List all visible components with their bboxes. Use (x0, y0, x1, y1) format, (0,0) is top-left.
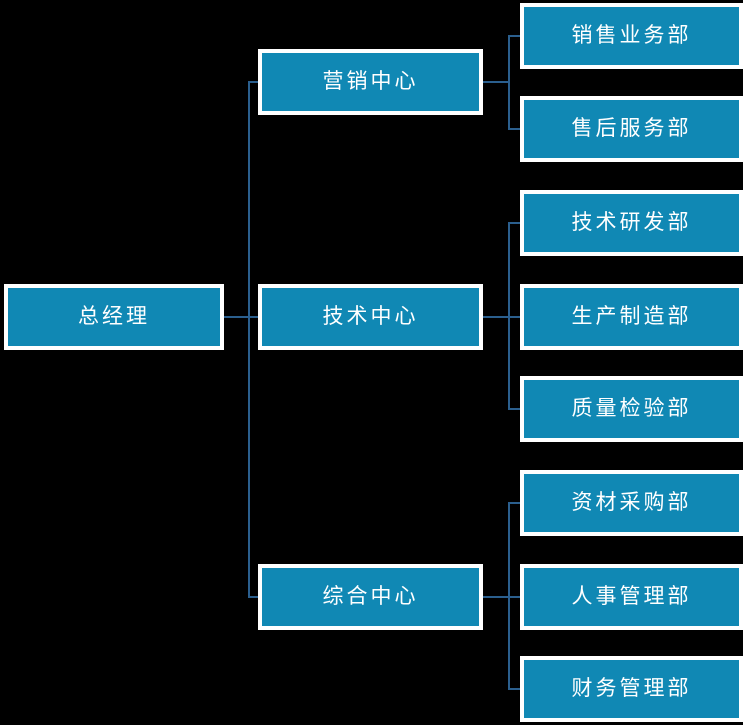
node-hr-management-dept[interactable]: 人事管理部 (520, 564, 743, 630)
node-procurement-dept[interactable]: 资材采购部 (520, 470, 743, 536)
connector-to-after-sales-service-dept (508, 128, 522, 130)
node-rnd-dept[interactable]: 技术研发部 (520, 190, 743, 256)
connector-to-sales-business-dept (508, 35, 522, 37)
node-rnd-dept-label: 技术研发部 (571, 209, 692, 234)
connector-trunk-to-general-affairs-center (248, 596, 262, 598)
node-technology-center-label: 技术中心 (322, 303, 419, 328)
connector-to-manufacturing-dept (508, 316, 522, 318)
connector-trunk-to-marketing-center (248, 81, 262, 83)
node-finance-management-dept-label: 财务管理部 (571, 675, 692, 700)
node-marketing-center-label: 营销中心 (322, 68, 419, 93)
node-general-manager-label: 总经理 (78, 303, 150, 328)
connector-trunk-to-technology-center (248, 316, 262, 318)
connector-marketing-branch-trunk (508, 35, 510, 129)
node-manufacturing-dept-label: 生产制造部 (571, 303, 692, 328)
node-sales-business-dept[interactable]: 销售业务部 (520, 3, 743, 69)
connector-marketing-center-stem (483, 81, 510, 83)
node-quality-inspection-dept-label: 质量检验部 (571, 395, 692, 420)
node-after-sales-service-dept[interactable]: 售后服务部 (520, 96, 743, 162)
connector-main-trunk (248, 81, 250, 597)
connector-to-hr-management-dept (508, 596, 522, 598)
connector-general-affairs-branch-trunk (508, 502, 510, 689)
node-general-affairs-center-label: 综合中心 (322, 583, 419, 608)
node-general-manager[interactable]: 总经理 (4, 284, 224, 350)
node-sales-business-dept-label: 销售业务部 (571, 22, 692, 47)
connector-to-rnd-dept (508, 222, 522, 224)
node-hr-management-dept-label: 人事管理部 (571, 583, 692, 608)
connector-root-to-trunk (224, 316, 249, 318)
connector-technology-branch-trunk (508, 222, 510, 409)
node-general-affairs-center[interactable]: 综合中心 (258, 564, 483, 630)
connector-technology-center-stem (483, 316, 510, 318)
connector-to-procurement-dept (508, 502, 522, 504)
node-quality-inspection-dept[interactable]: 质量检验部 (520, 376, 743, 442)
connector-general-affairs-center-stem (483, 596, 510, 598)
connector-to-finance-management-dept (508, 688, 522, 690)
node-after-sales-service-dept-label: 售后服务部 (571, 115, 692, 140)
node-marketing-center[interactable]: 营销中心 (258, 49, 483, 115)
node-manufacturing-dept[interactable]: 生产制造部 (520, 284, 743, 350)
node-finance-management-dept[interactable]: 财务管理部 (520, 656, 743, 722)
node-technology-center[interactable]: 技术中心 (258, 284, 483, 350)
node-procurement-dept-label: 资材采购部 (571, 489, 692, 514)
connector-to-quality-inspection-dept (508, 408, 522, 410)
